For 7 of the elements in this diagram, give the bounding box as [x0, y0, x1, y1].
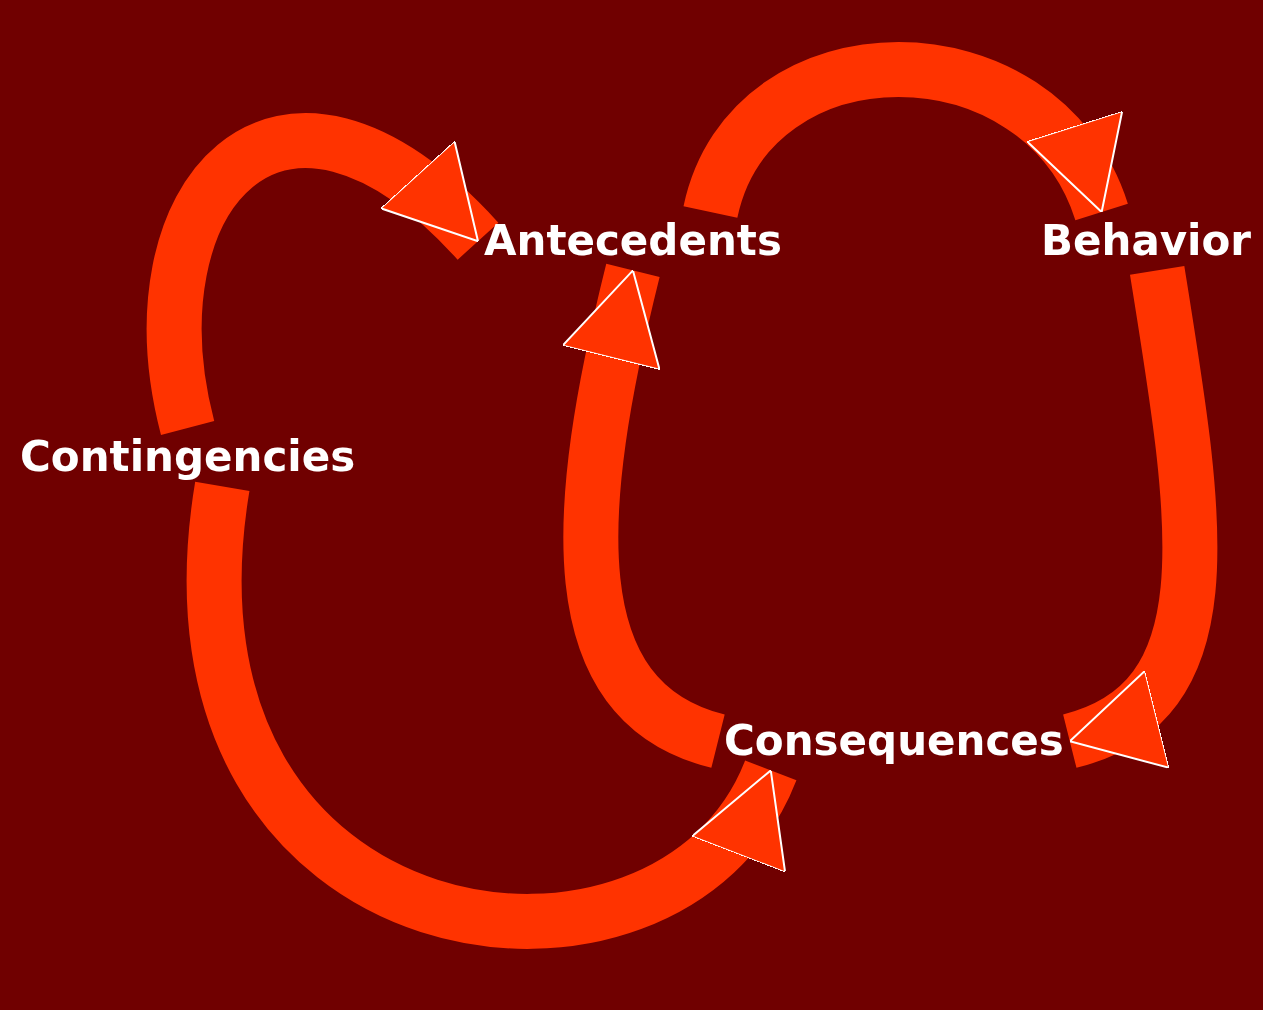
node-label: Behavior	[1035, 212, 1258, 271]
node-label: Contingencies	[14, 428, 362, 487]
node-label: Antecedents	[478, 212, 788, 271]
curved-arrow	[187, 484, 795, 948]
node-label: Consequences	[718, 712, 1070, 771]
curved-arrow	[1060, 266, 1218, 768]
curved-arrow	[562, 264, 728, 768]
